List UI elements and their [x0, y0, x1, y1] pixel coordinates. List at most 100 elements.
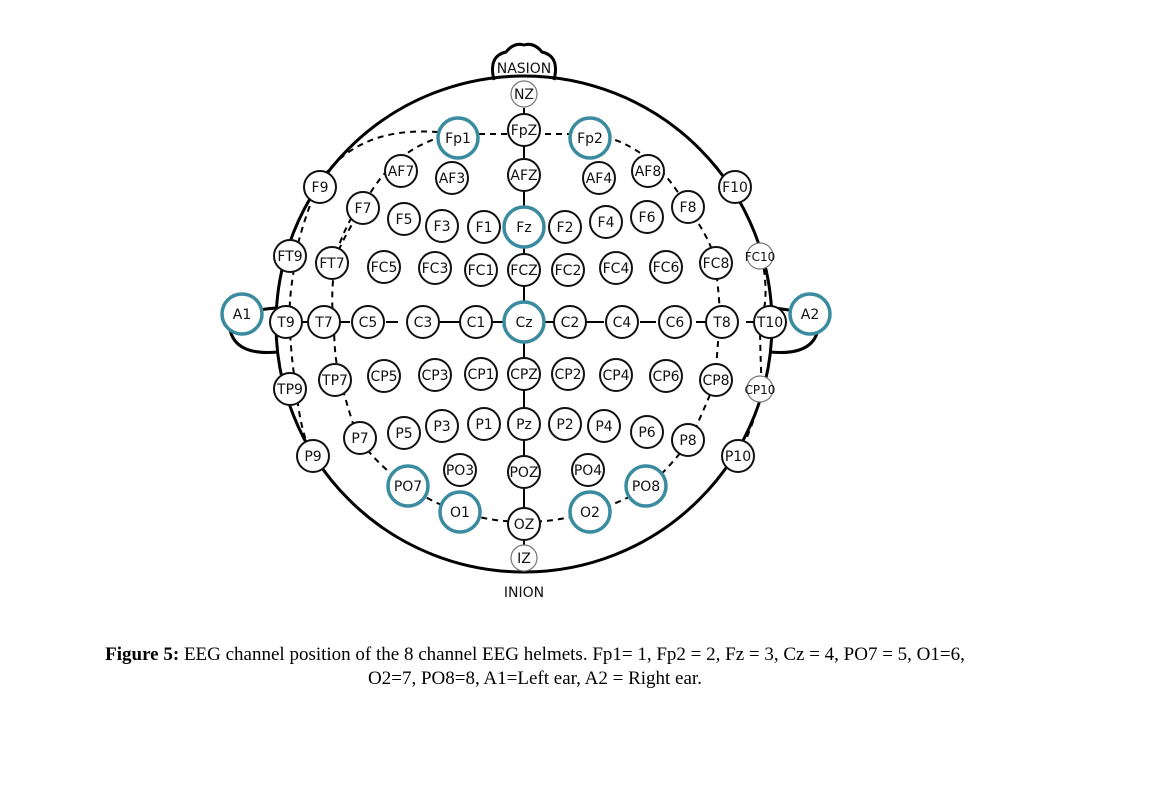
electrode-label: C1 [467, 315, 486, 331]
electrode-p7: P7 [343, 421, 377, 455]
electrode-circle [746, 242, 774, 270]
electrode-circle [307, 305, 341, 339]
caption-line-1: EEG channel position of the 8 channel EE… [179, 644, 965, 665]
electrode-circle [568, 116, 612, 160]
electrode-circle [436, 116, 480, 160]
electrode-label: T7 [314, 315, 332, 331]
electrode-label: F2 [557, 220, 574, 236]
electrode-fp1: Fp1 [436, 116, 480, 160]
electrode-label: FC5 [371, 260, 398, 276]
electrode-label: PO7 [394, 479, 422, 495]
electrode-circle [671, 423, 705, 457]
electrode-label: FT9 [277, 249, 302, 265]
electrode-circle [630, 200, 664, 234]
electrode-label: NZ [514, 87, 534, 103]
electrode-circle [435, 161, 469, 195]
electrode-c6: C6 [658, 305, 692, 339]
electrode-label: POZ [509, 465, 538, 481]
electrode-circle [551, 253, 585, 287]
electrode-afz: AFZ [507, 158, 541, 192]
electrode-circle [346, 191, 380, 225]
electrode-circle [548, 407, 582, 441]
electrode-circle [587, 409, 621, 443]
electrode-label: F1 [476, 220, 493, 236]
electrode-circle [273, 372, 307, 406]
electrode-t10: T10 [753, 305, 787, 339]
electrode-fc6: FC6 [649, 250, 683, 284]
electrode-label: F9 [312, 180, 329, 196]
electrode-t8: T8 [705, 305, 739, 339]
electrode-label: FC4 [603, 261, 630, 277]
electrode-label: CP4 [602, 368, 629, 384]
electrode-label: CP3 [421, 368, 448, 384]
electrode-c2: C2 [553, 305, 587, 339]
electrode-label: F8 [680, 200, 697, 216]
electrode-po8: PO8 [624, 464, 668, 508]
electrode-f5: F5 [387, 202, 421, 236]
electrode-fc5: FC5 [367, 250, 401, 284]
electrode-label: F3 [434, 219, 451, 235]
electrode-f10: F10 [718, 170, 752, 204]
inion-label: INION [504, 585, 544, 600]
electrode-pz: Pz [507, 407, 541, 441]
electrode-label: Fp1 [445, 131, 471, 147]
electrode-label: F10 [722, 180, 748, 196]
electrode-cp4: CP4 [599, 358, 633, 392]
outer-left-dashed [288, 257, 313, 457]
electrode-circle [507, 455, 541, 489]
electrode-circle [507, 507, 541, 541]
electrode-af3: AF3 [435, 161, 469, 195]
electrode-circle [418, 251, 452, 285]
electrode-p8: P8 [671, 423, 705, 457]
electrode-circle [630, 415, 664, 449]
electrode-label: CP2 [554, 367, 581, 383]
electrode-p2: P2 [548, 407, 582, 441]
electrode-circle [571, 453, 605, 487]
electrode-label: O2 [580, 505, 600, 521]
electrode-circle [548, 210, 582, 244]
electrode-circle [387, 416, 421, 450]
electrode-poz: POZ [507, 455, 541, 489]
electrode-circle [753, 305, 787, 339]
electrode-circle [624, 464, 668, 508]
electrode-label: C3 [414, 315, 433, 331]
electrode-circle [318, 363, 352, 397]
electrode-label: FC6 [653, 260, 680, 276]
electrode-label: C6 [666, 315, 685, 331]
electrode-label: O1 [450, 505, 470, 521]
electrode-label: C4 [613, 315, 632, 331]
electrode-circle [507, 113, 541, 147]
electrode-t7: T7 [307, 305, 341, 339]
electrode-cp8: CP8 [699, 363, 733, 397]
electrode-po3: PO3 [443, 453, 477, 487]
electrode-ft7: FT7 [315, 246, 349, 280]
electrode-label: CPZ [510, 367, 538, 383]
electrode-label: PO4 [574, 463, 602, 479]
electrode-label: P10 [725, 449, 751, 465]
electrode-label: P9 [304, 449, 321, 465]
electrode-circle [367, 359, 401, 393]
electrode-label: T9 [276, 315, 294, 331]
electrode-circle [386, 464, 430, 508]
electrode-circle [705, 305, 739, 339]
caption-prefix: Figure 5: [105, 644, 180, 665]
electrode-circle [273, 239, 307, 273]
electrode-p6: P6 [630, 415, 664, 449]
electrode-circle [425, 209, 459, 243]
electrode-circle [418, 358, 452, 392]
electrode-label: T10 [756, 315, 783, 331]
electrode-label: Pz [516, 417, 532, 433]
electrode-iz: IZ [510, 544, 538, 572]
electrode-p1: P1 [467, 407, 501, 441]
electrode-circle [649, 359, 683, 393]
electrode-circle [589, 205, 623, 239]
electrode-circle [553, 305, 587, 339]
electrode-circle [443, 453, 477, 487]
electrode-label: C5 [359, 315, 378, 331]
electrode-circle [599, 251, 633, 285]
electrode-fcz: FCZ [507, 253, 541, 287]
electrode-f2: F2 [548, 210, 582, 244]
electrode-f3: F3 [425, 209, 459, 243]
electrode-label: P6 [638, 425, 655, 441]
